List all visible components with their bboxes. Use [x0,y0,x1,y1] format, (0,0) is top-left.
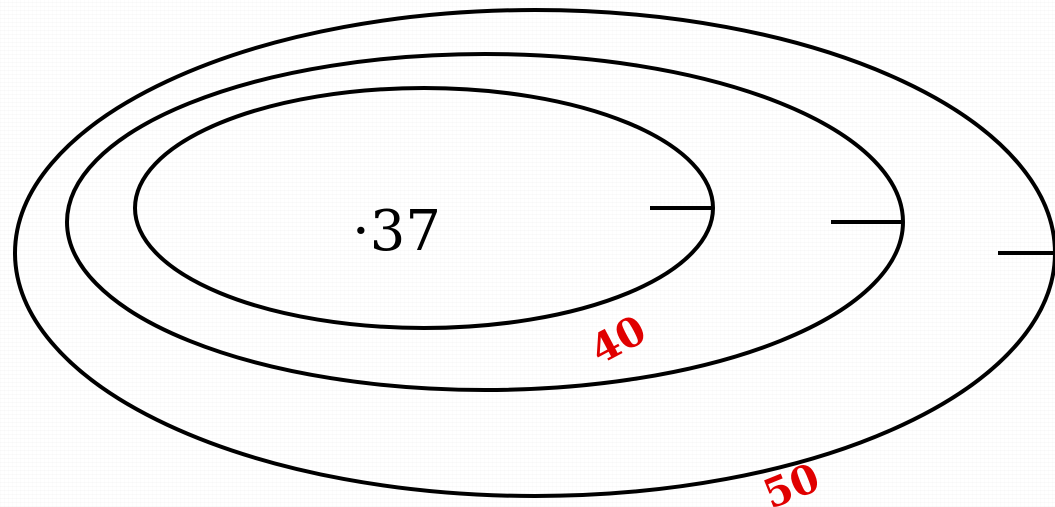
middle-ellipse [65,52,905,392]
outer-ring-label: 50 [757,454,826,507]
inner-ring-label: 40 [583,306,654,374]
outer-ellipse [13,8,1055,498]
center-value: ·37 [352,199,441,264]
